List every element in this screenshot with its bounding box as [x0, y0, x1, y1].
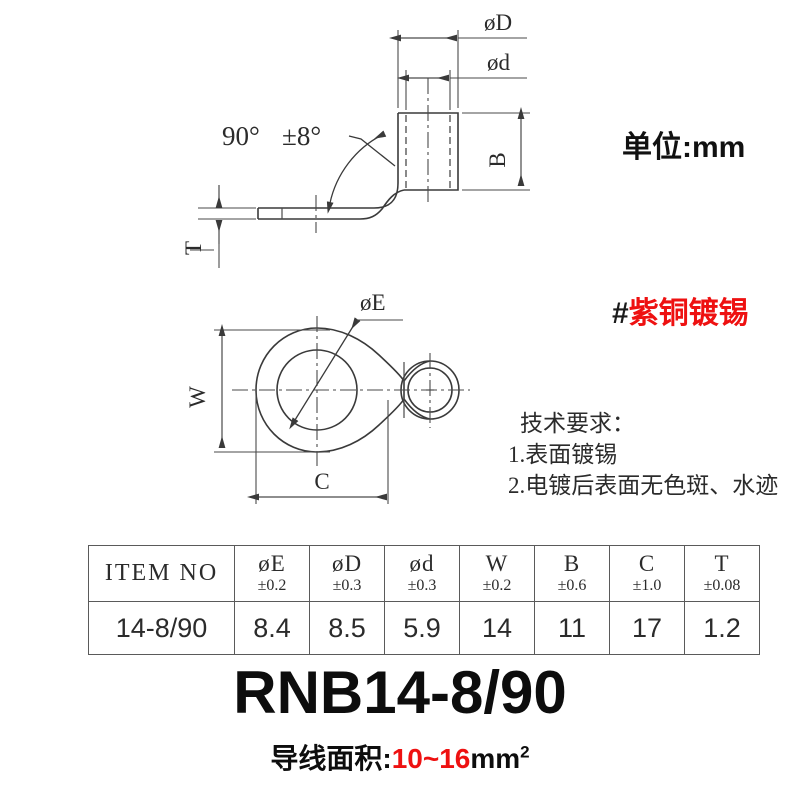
label-angle-tolerance: ±8° — [282, 121, 321, 151]
table-header-cell: ød ±0.3 — [384, 545, 460, 602]
dimension-length: C — [247, 392, 389, 504]
header-symbol: C — [638, 551, 656, 576]
table-header-cell: øE ±0.2 — [234, 545, 310, 602]
dimension-thickness: T — [181, 185, 256, 268]
header-tolerance: ±0.08 — [703, 577, 741, 594]
dimension-barrel-length: B — [462, 107, 530, 191]
label-T: T — [181, 241, 206, 255]
header-symbol: øE — [258, 551, 286, 576]
table-cell-value: 1.2 — [684, 601, 760, 655]
wire-area-unit: mm — [470, 743, 521, 774]
part-number-title: RNB14-8/90 — [233, 659, 567, 726]
dimension-outer-diameter: øD — [389, 10, 527, 108]
side-view-geometry — [257, 78, 459, 233]
material-annotation: #紫铜镀锡 — [612, 288, 749, 332]
unit-annotation: 单位:mm — [622, 131, 746, 164]
table-header-cell: øD ±0.3 — [309, 545, 385, 602]
header-tolerance: ±1.0 — [632, 577, 662, 594]
material-hash: # — [612, 297, 629, 330]
label-diameter-d: ød — [487, 50, 511, 75]
header-symbol: øD — [331, 551, 363, 576]
table-header-cell: T ±0.08 — [684, 545, 760, 602]
plan-view-geometry — [232, 316, 470, 466]
header-item-no: ITEM NO — [104, 559, 219, 586]
tech-requirement-item: 2.电镀后表面无色斑、水迹 — [508, 473, 779, 498]
label-C: C — [314, 469, 329, 494]
dimension-hole-diameter: øE — [289, 290, 403, 430]
table-cell-value: 14 — [459, 601, 535, 655]
header-tolerance: ±0.6 — [557, 577, 587, 594]
header-symbol: W — [485, 551, 509, 576]
label-diameter-D: øD — [484, 10, 512, 35]
table-header-row: ITEM NO øE ±0.2 øD ±0.3 ød ±0.3 W ±0.2 — [88, 545, 760, 602]
header-tolerance: ±0.2 — [257, 577, 287, 594]
spec-table: ITEM NO øE ±0.2 øD ±0.3 ød ±0.3 W ±0.2 — [88, 545, 760, 655]
table-cell-value: 5.9 — [384, 601, 460, 655]
table-header-cell: ITEM NO — [88, 545, 235, 602]
label-angle-nominal: 90° — [222, 121, 260, 151]
table-cell-item-no: 14-8/90 — [88, 601, 235, 655]
label-B: B — [485, 152, 510, 167]
table-cell-value: 8.4 — [234, 601, 310, 655]
table-header-cell: B ±0.6 — [534, 545, 610, 602]
header-symbol: T — [714, 551, 730, 576]
label-W: W — [185, 386, 210, 408]
wire-area-unit-exponent: 2 — [520, 742, 530, 762]
label-diameter-E: øE — [360, 290, 386, 315]
dimension-inner-diameter: ød — [397, 50, 527, 110]
table-cell-value: 8.5 — [309, 601, 385, 655]
header-symbol: B — [563, 551, 581, 576]
wire-area-range: 10~16 — [391, 743, 471, 774]
header-tolerance: ±0.2 — [482, 577, 512, 594]
tech-requirement-item: 1.表面镀锡 — [508, 442, 618, 467]
material-name: 紫铜镀锡 — [628, 297, 749, 330]
table-cell-value: 11 — [534, 601, 610, 655]
angle-annotation: 90° ±8° — [222, 121, 396, 214]
technical-requirements: 技术要求： 1.表面镀锡 2.电镀后表面无色斑、水迹 — [508, 408, 778, 501]
wire-area-spec: 导线面积:10~16mm2 — [0, 737, 800, 777]
table-cell-value: 17 — [609, 601, 685, 655]
tech-requirements-title: 技术要求： — [520, 411, 635, 436]
header-tolerance: ±0.3 — [332, 577, 362, 594]
header-tolerance: ±0.3 — [407, 577, 437, 594]
table-row: 14-8/90 8.4 8.5 5.9 14 11 17 1.2 — [88, 601, 760, 655]
table-header-cell: W ±0.2 — [459, 545, 535, 602]
header-symbol: ød — [409, 551, 435, 576]
table-header-cell: C ±1.0 — [609, 545, 685, 602]
wire-area-label: 导线面积: — [270, 743, 392, 774]
dimension-width: W — [185, 324, 330, 453]
